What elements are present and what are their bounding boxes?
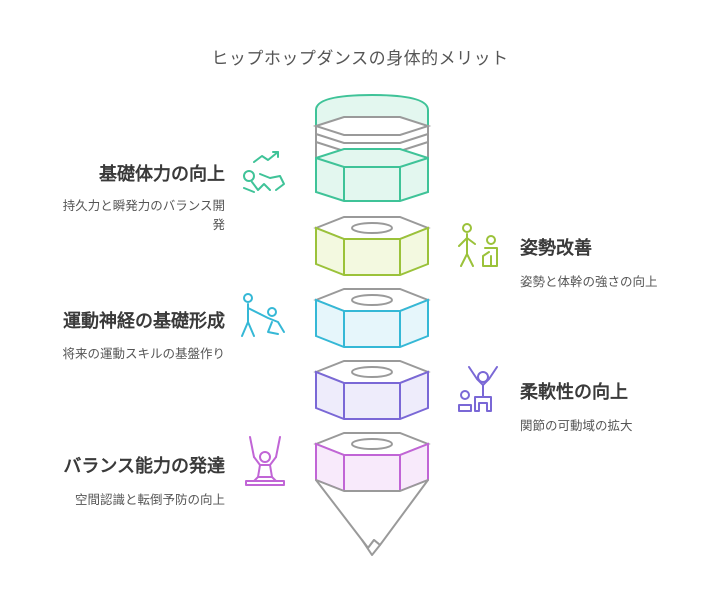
benefit-description-line: 関節の可動域の拡大 bbox=[520, 418, 633, 433]
benefit-balance: バランス能力の発達 bbox=[63, 452, 225, 478]
segment-olive bbox=[313, 216, 431, 276]
fitness-person-icon bbox=[243, 151, 285, 193]
benefit-description-line: 将来の運動スキルの基盤作り bbox=[62, 346, 225, 361]
benefit-posture: 姿勢改善 bbox=[520, 234, 592, 260]
segment-cyan bbox=[313, 288, 431, 348]
benefit-description-line: 発 bbox=[212, 217, 225, 232]
benefit-heading: 柔軟性の向上 bbox=[520, 382, 628, 403]
benefit-description-line: 姿勢と体幹の強さの向上 bbox=[520, 274, 658, 289]
posture-people-icon bbox=[458, 223, 498, 267]
segment-magenta bbox=[313, 432, 431, 492]
benefit-flexibility-desc: 関節の可動域の拡大 bbox=[520, 416, 633, 435]
benefit-heading: 姿勢改善 bbox=[520, 238, 592, 259]
benefit-basic-fitness-desc: 持久力と瞬発力のバランス開 発 bbox=[25, 196, 225, 234]
eraser-cap bbox=[312, 93, 432, 202]
diagram-title: ヒップホップダンスの身体的メリット bbox=[211, 49, 509, 69]
benefit-description-line: 持久力と瞬発力のバランス開 bbox=[62, 198, 225, 213]
benefit-heading: 運動神経の基礎形成 bbox=[63, 311, 225, 332]
benefit-flexibility: 柔軟性の向上 bbox=[520, 378, 628, 404]
segment-purple bbox=[313, 360, 431, 420]
balance-person-icon bbox=[245, 436, 285, 486]
benefit-posture-desc: 姿勢と体幹の強さの向上 bbox=[520, 272, 658, 291]
benefit-balance-desc: 空間認識と転倒予防の向上 bbox=[75, 490, 225, 509]
benefit-basic-fitness: 基礎体力の向上 bbox=[99, 160, 225, 186]
movement-people-icon bbox=[241, 293, 285, 337]
benefit-description-line: 空間認識と転倒予防の向上 bbox=[74, 492, 225, 507]
benefit-motor-nerves-desc: 将来の運動スキルの基盤作り bbox=[62, 344, 225, 363]
pencil-tip bbox=[315, 479, 429, 556]
benefit-heading: バランス能力の発達 bbox=[63, 456, 225, 477]
stretching-person-icon bbox=[458, 366, 498, 412]
benefit-motor-nerves: 運動神経の基礎形成 bbox=[63, 307, 225, 333]
benefit-heading: 基礎体力の向上 bbox=[99, 164, 225, 185]
